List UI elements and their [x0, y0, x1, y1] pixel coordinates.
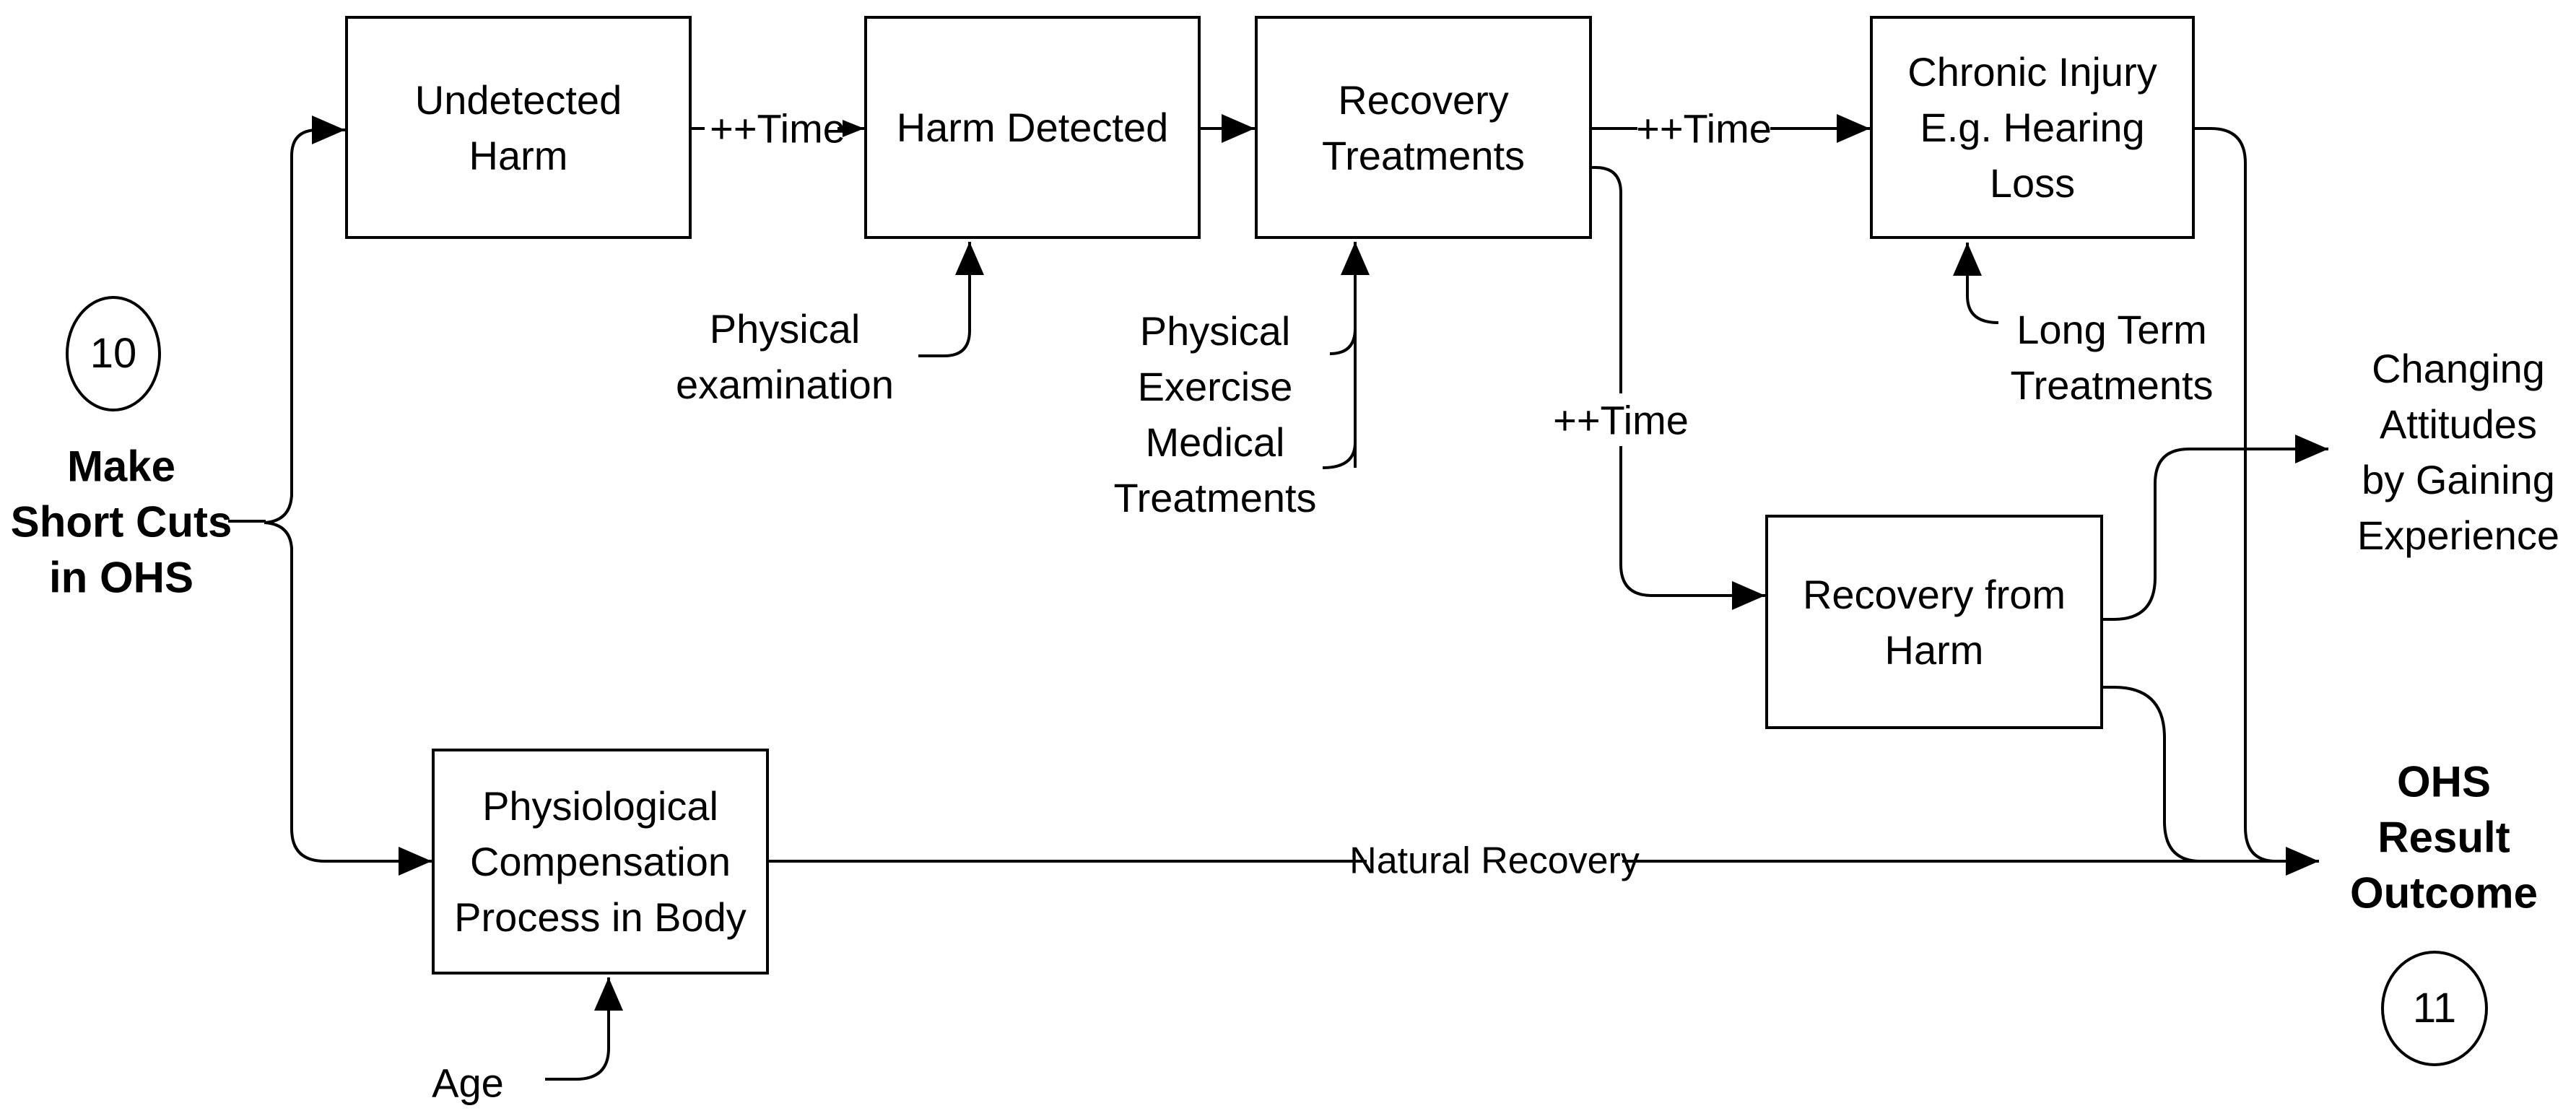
label-time-2: ++Time [1636, 105, 1772, 152]
label-time-3: ++Time [1553, 397, 1689, 443]
node-chronic-injury: Chronic Injury E.g. Hearing Loss [1870, 16, 2195, 239]
edge-exercise-hook-lower [1322, 442, 1357, 469]
label-ohs-result-outcome: OHS Result Outcome [2349, 757, 2538, 917]
node-undetected-harm: Undetected Harm [345, 16, 692, 239]
edge-time3-arrow [1619, 446, 1765, 610]
end-circle-shape [2381, 951, 2488, 1066]
label-age: Age [432, 1060, 504, 1106]
edge-age-to-physiological [545, 977, 623, 1081]
edge-shortcuts-brace-top [264, 494, 293, 524]
node-recovery-from-harm: Recovery from Harm [1765, 515, 2103, 729]
label-make-short-cuts: Make Short Cuts in OHS [10, 442, 232, 602]
node-physiological-compensation: Physiological Compensation Process in Bo… [432, 749, 769, 975]
edge-shortcuts-to-undetected-harm [290, 115, 345, 497]
edge-chronic-to-outcome [2195, 127, 2276, 863]
edge-examination-to-detected [918, 242, 984, 357]
edge-time3-upper [1592, 166, 1622, 393]
label-changing-attitudes: Changing Attitudes by Gaining Experience [2357, 346, 2560, 558]
edge-longterm-to-chronic [1953, 243, 1999, 324]
label-natural-recovery: Natural Recovery [1349, 840, 1640, 882]
label-physical-exercise-medical: Physical Exercise Medical Treatments [1113, 308, 1317, 520]
edge-exercise-hook-upper [1329, 328, 1357, 355]
label-long-term-treatments: Long Term Treatments [2010, 307, 2214, 408]
edge-recovery-to-outcome [2103, 686, 2201, 863]
edge-shortcuts-brace-bottom [264, 521, 293, 549]
node-harm-detected: Harm Detected [864, 16, 1201, 239]
edge-recovery-to-attitudes [2103, 435, 2328, 621]
node-recovery-treatments: Recovery Treatments [1255, 16, 1592, 239]
end-circle-number: 11 [2412, 985, 2457, 1032]
label-time-1: ++Time [710, 105, 845, 152]
edge-shortcuts-to-physiological [290, 547, 432, 876]
start-circle-number: 10 [90, 330, 137, 377]
label-physical-examination: Physical examination [676, 306, 894, 407]
start-circle-shape [66, 296, 161, 411]
